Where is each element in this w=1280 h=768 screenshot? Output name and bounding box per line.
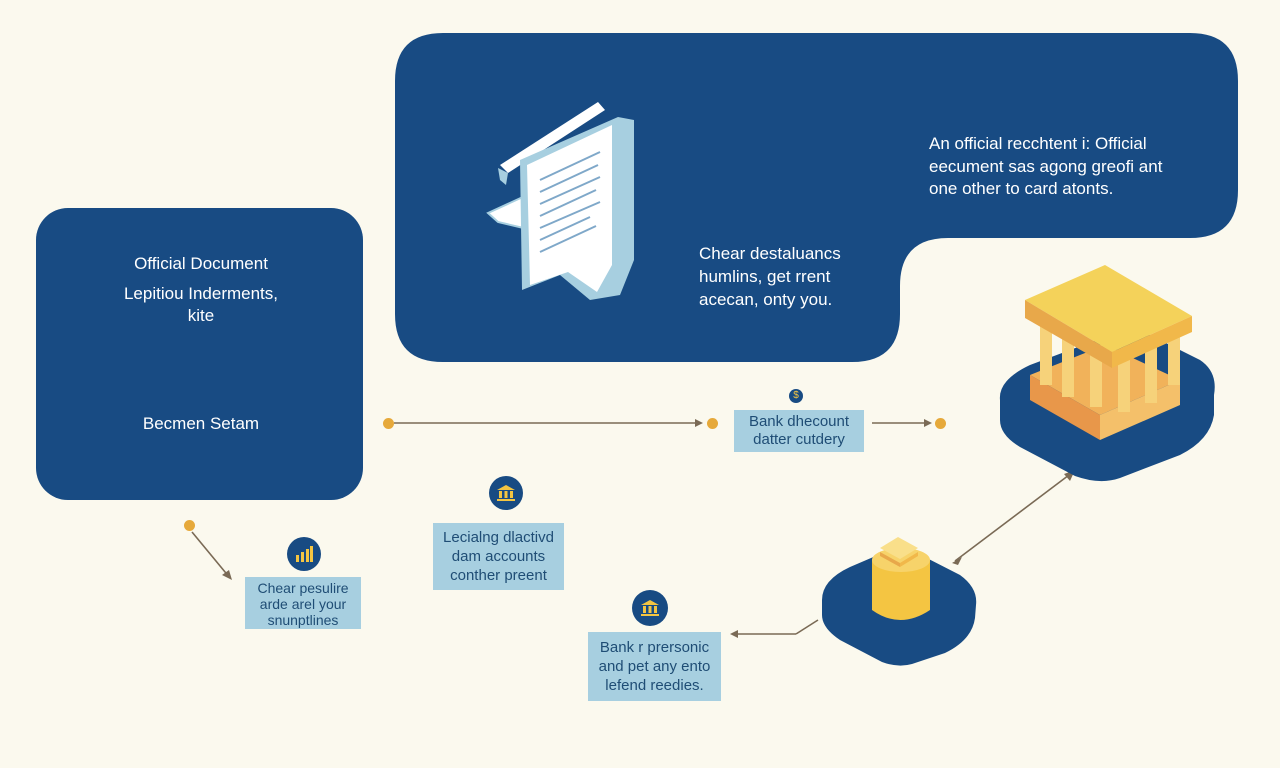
bank-account-chip-line1: Bank dhecount [748, 413, 850, 430]
chip-left-line3: snunptlines [267, 612, 339, 628]
top-panel-mid-line1: Chear destaluancs [699, 244, 841, 263]
chip-mid-line1: Lecialng dlactivd [443, 529, 554, 546]
top-panel-right-line2: eecument sas agong greofi ant [929, 157, 1163, 176]
connector-dot-left [383, 418, 394, 429]
bar-chart-icon [287, 537, 321, 571]
top-panel-mid-line3: acecan, onty you. [699, 290, 833, 309]
arrowhead-bottom [730, 630, 738, 638]
chip-left-line2: arde arel your [259, 596, 347, 612]
chip-left-line1: Chear pesulire [257, 580, 349, 596]
connector-dot-mid [707, 418, 718, 429]
chip-bottom-line2: and pet any ento [598, 658, 711, 675]
connector-coin-to-chip [795, 619, 819, 635]
chip-mid: Lecialng dlactivd dam accounts conther p… [433, 523, 564, 590]
top-panel-mid-line2: humlins, get rrent [699, 267, 831, 286]
document-icon [486, 102, 634, 300]
left-panel-title: Official Document [134, 254, 268, 273]
arrowhead-bank [924, 419, 932, 427]
connector-left-down [191, 531, 231, 579]
arrowhead-to-coin [952, 557, 962, 565]
bank-glyph-bottom [641, 600, 659, 616]
chip-mid-line2: dam accounts [451, 548, 546, 565]
connector-dot-panel [184, 520, 195, 531]
connector-dot-right [935, 418, 946, 429]
bank-building-icon [999, 265, 1215, 482]
bank-account-chip: Bank dhecount datter cutdery [734, 410, 864, 452]
coin-stack-icon [822, 537, 977, 666]
chip-bottom-line3: lefend reedies. [605, 677, 704, 694]
chip-left: Chear pesulire arde arel your snunptline… [245, 577, 361, 629]
top-panel-right-line3: one other to card atonts. [929, 179, 1114, 198]
chip-mid-line3: conther preent [450, 567, 547, 584]
bank-icon-bottom [632, 590, 668, 626]
chip-bottom: Bank r prersonic and pet any ento lefend… [588, 632, 721, 701]
dollar-badge-symbol: $ [793, 390, 799, 401]
left-panel-line2: Lepitiou Inderments, [123, 284, 279, 303]
top-panel-right-line1: An official recchtent i: Official [929, 134, 1147, 153]
chip-bottom-line1: Bank r prersonic [599, 639, 710, 656]
dollar-badge-icon: $ [789, 389, 803, 403]
left-panel-footer: Becmen Setam [142, 414, 260, 433]
bank-glyph-mid [497, 485, 515, 501]
bank-icon-mid [489, 476, 523, 510]
left-panel [36, 208, 363, 500]
arrowhead-left [222, 570, 232, 580]
bar-chart-glyph [296, 546, 313, 562]
bank-account-chip-line2: datter cutdery [753, 431, 845, 448]
left-panel-line3: kite [187, 306, 215, 325]
connector-coin-to-bank [954, 471, 1074, 562]
arrowhead-main [695, 419, 703, 427]
